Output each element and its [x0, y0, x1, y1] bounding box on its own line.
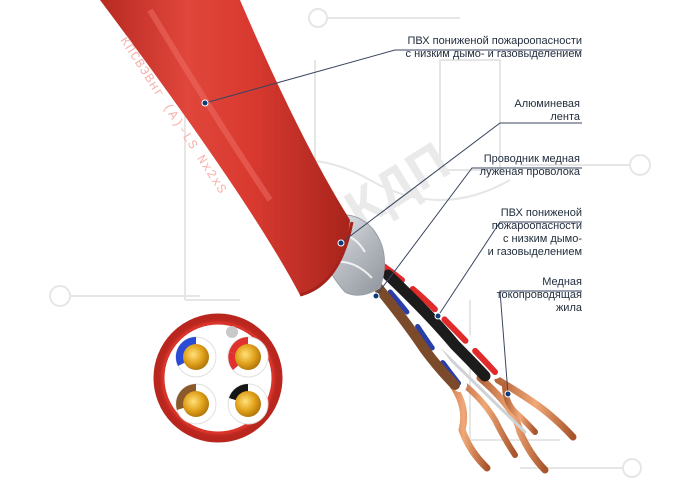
callout-line: с низким дымо- и газовыделением	[405, 48, 582, 60]
pointer-dots	[201, 99, 512, 398]
callout-aluminium-tape: Алюминевая лента	[480, 98, 580, 124]
callout-drain-wire: Проводник медная луженая проволока	[460, 153, 580, 179]
callout-line: ПВХ пониженой	[500, 207, 582, 219]
leader-lines	[204, 49, 582, 395]
cable-sheath	[100, 0, 354, 297]
callout-copper-core: Медная токопроводящая жила	[480, 276, 582, 315]
callout-outer-sheath: ПВХ пониженой пожароопасности с низким д…	[400, 35, 582, 61]
callout-line: жила	[555, 302, 582, 314]
callout-line: Алюминевая	[514, 98, 580, 110]
callout-line: Медная	[542, 276, 582, 288]
callout-line: Проводник медная	[483, 153, 580, 165]
core-blue-white	[175, 336, 217, 378]
cross-section	[153, 313, 283, 443]
core-brown-white	[175, 383, 217, 425]
core-black-white	[227, 383, 269, 425]
callout-line: с низким дымо-	[502, 233, 582, 245]
callout-line: ПВХ пониженой пожароопасности	[407, 35, 582, 47]
callout-line: токопроводящая	[496, 289, 582, 301]
callout-line: луженая проволока	[479, 166, 580, 178]
callout-line: и газовыделением	[487, 246, 582, 258]
core-red-white	[227, 336, 269, 378]
callout-line: лента	[550, 111, 580, 123]
callout-core-insulation: ПВХ пониженой пожароопасности с низким д…	[470, 207, 582, 259]
callout-line: пожароопасности	[491, 220, 582, 232]
